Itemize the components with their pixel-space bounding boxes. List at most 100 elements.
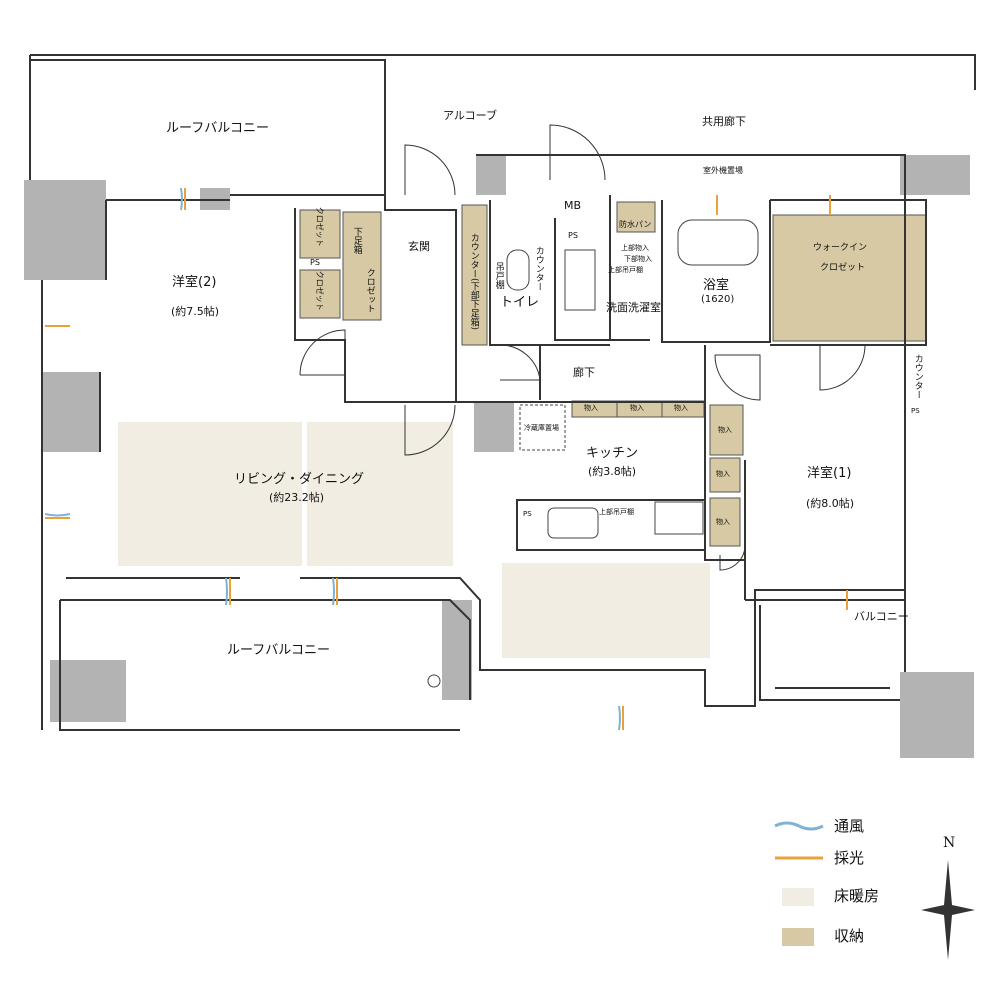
- vent-w2: [180, 187, 183, 211]
- wash-basin: [564, 249, 596, 311]
- room-storage-right-3: 物入: [716, 518, 730, 526]
- room-entrance: 玄関: [408, 240, 430, 253]
- room-roof-balcony-bottom: ルーフバルコニー: [227, 643, 330, 658]
- room-waterproof-pan: 防水パン: [619, 220, 652, 229]
- room-bath-name: 浴室: [703, 278, 730, 293]
- wall-col-kitchen: [442, 600, 472, 700]
- room-hallway: 廊下: [573, 366, 595, 379]
- door-mb: [549, 124, 606, 181]
- room-walkin-1: ウォークイン: [813, 243, 868, 253]
- balcony-right: [759, 605, 900, 701]
- room-western1-name: 洋室(1): [807, 466, 852, 481]
- room-ps-w2: PS: [310, 258, 320, 267]
- room-western1-size: (約8.0帖): [806, 497, 855, 510]
- room-walkin-2: クロゼット: [820, 263, 866, 273]
- room-alcove: アルコーブ: [443, 109, 498, 122]
- vent-kitchen-south: [618, 705, 621, 731]
- room-balcony: バルコニー: [854, 610, 909, 623]
- wall-col-left-bot: [50, 660, 126, 722]
- door-living: [404, 404, 456, 456]
- room-common-corridor: 共用廊下: [702, 115, 746, 128]
- room-mb: MB: [564, 199, 582, 212]
- entrance-walls: [384, 195, 457, 402]
- legend-swatches: [774, 821, 824, 946]
- floor-heating-kitchen: [502, 563, 710, 658]
- compass-star: [921, 860, 975, 960]
- wall-col-center: [474, 402, 514, 452]
- fixtures: [427, 219, 759, 688]
- legend-heating-swatch: [782, 888, 814, 906]
- hall-walls: [475, 345, 745, 561]
- room-living-name: リビング・ダイニング: [234, 472, 365, 487]
- washroom-storage: [616, 201, 656, 233]
- legend-vent-mark: [774, 821, 824, 831]
- door-w2: [299, 329, 346, 376]
- west-wall: [41, 199, 230, 730]
- bathtub: [677, 219, 759, 266]
- living-south: [66, 577, 905, 707]
- roof-balcony-bottom-outline: [59, 599, 471, 731]
- room-bath-size: (1620): [701, 294, 735, 305]
- room-living-size: (約23.2帖): [269, 491, 325, 504]
- door-walkin: [819, 344, 866, 391]
- room-fridge: 冷蔵庫置場: [524, 424, 559, 432]
- room-closet-1: クロゼット: [314, 206, 324, 247]
- room-counter-toilet: カウンター: [533, 246, 544, 291]
- outer-top: [30, 54, 976, 90]
- wash-walls: [554, 195, 650, 341]
- ventilation-marks: [44, 187, 621, 731]
- kitchen-stove: [654, 501, 704, 535]
- closet-w2-right: [342, 211, 382, 321]
- walkin-walls: [770, 199, 927, 346]
- room-hanging-shelf: 吊戸棚: [493, 262, 504, 289]
- room-storage-hall-2: 物入: [630, 404, 644, 412]
- room-storage-hall-1: 物入: [584, 404, 598, 412]
- door-alcove: [404, 144, 456, 196]
- compass-rose: [921, 860, 975, 960]
- room-shoe-box: 下足箱: [351, 227, 362, 254]
- walls: [24, 155, 974, 758]
- room-toilet: トイレ: [500, 295, 540, 310]
- floor-heating-living-right: [307, 422, 453, 566]
- vent-living-south-1: [225, 577, 228, 606]
- legend-floor-heating: 床暖房: [834, 887, 880, 905]
- floor-heating-areas: [118, 422, 710, 658]
- kitchen-sink: [547, 507, 599, 539]
- room-outdoor-unit: 室外機置場: [703, 166, 743, 175]
- room-storage-right-2: 物入: [716, 470, 730, 478]
- storage-areas: [299, 201, 927, 547]
- entrance-counter: [461, 204, 488, 346]
- room-closet-2: クロゼット: [314, 270, 324, 311]
- legend-storage: 収納: [834, 927, 865, 945]
- door-w1-balcony: [719, 544, 746, 571]
- storage-right-2: [709, 457, 741, 493]
- storage-right-3: [709, 497, 741, 547]
- drain: [427, 674, 441, 688]
- room-ps-kitchen: PS: [523, 510, 532, 518]
- room-kitchen-size: (約3.8帖): [588, 465, 637, 478]
- wall-col-left-mid: [42, 372, 100, 452]
- toilet-bowl: [506, 249, 530, 291]
- room-kitchen-name: キッチン: [586, 446, 639, 461]
- daylight-marks: [45, 188, 848, 730]
- legend-storage-swatch: [782, 928, 814, 946]
- legend-daylight: 採光: [834, 849, 865, 867]
- wall-col-right-top: [900, 155, 970, 195]
- bath-walls: [661, 200, 771, 343]
- room-counter-entrance: カウンター(下部下足箱): [468, 233, 479, 331]
- room-western2-size: (約7.5帖): [171, 305, 220, 318]
- room-upper-storage: 上部物入: [621, 244, 649, 252]
- room-western2-name: 洋室(2): [172, 275, 217, 290]
- closet-w2-lower: [299, 269, 341, 319]
- doors: [299, 124, 866, 571]
- room-washroom: 洗面洗濯室: [606, 301, 661, 314]
- storage-right-1: [709, 404, 744, 456]
- door-toilet: [499, 344, 541, 381]
- walkin-closet: [772, 214, 927, 342]
- legend-ventilation: 通風: [834, 817, 865, 835]
- room-roof-balcony-top: ルーフバルコニー: [166, 121, 269, 136]
- room-kitchen-upper-cabinet: 上部吊戸棚: [599, 508, 634, 516]
- floor-heating-living-left: [118, 422, 302, 566]
- room-storage-hall-3: 物入: [674, 404, 688, 412]
